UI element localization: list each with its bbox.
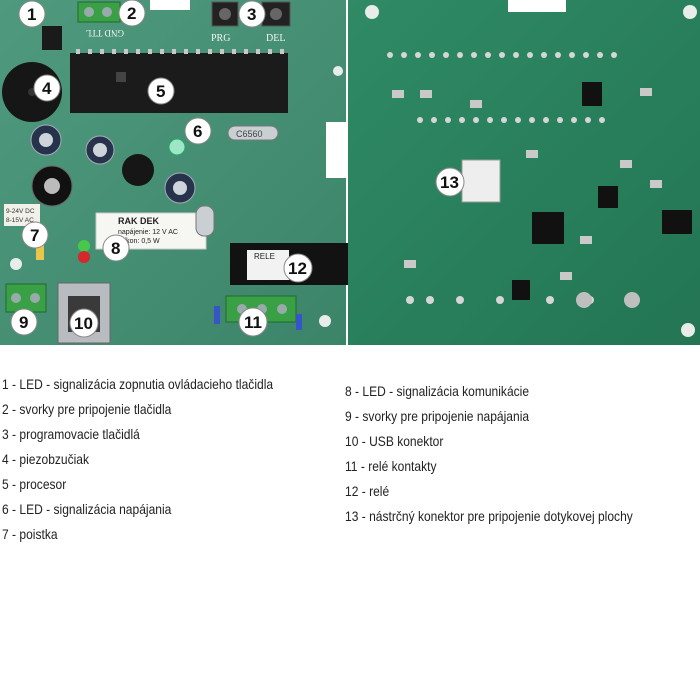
front-pcb-photo: GND TTL PRG DEL C6560 bbox=[0, 0, 350, 345]
svg-text:5: 5 bbox=[156, 82, 165, 101]
svg-text:4: 4 bbox=[42, 79, 52, 98]
callout-11: 11 bbox=[238, 307, 268, 337]
callout-9: 9 bbox=[10, 308, 38, 336]
legend-right: 8 - LED - signalizácia komunikácie 9 - s… bbox=[345, 379, 633, 529]
callout-3: 3 bbox=[238, 0, 266, 28]
legend-item-10: 10 - USB konektor bbox=[345, 433, 444, 449]
voltage-label-dc: 9-24V DC bbox=[6, 208, 35, 215]
legend-item-11: 11 - relé kontakty bbox=[345, 458, 437, 474]
callout-6: 6 bbox=[184, 117, 212, 145]
callout-1: 1 bbox=[18, 0, 46, 28]
sticker-line1: napájenie: 12 V AC bbox=[118, 229, 178, 236]
sticker-line2: príkon: 0,5 W bbox=[118, 238, 160, 245]
voltage-label-ac: 8-15V AC bbox=[6, 217, 34, 224]
svg-text:12: 12 bbox=[288, 259, 307, 278]
button-label-prg: PRG bbox=[211, 33, 230, 44]
legend-item-3: 3 - programovacie tlačidlá bbox=[2, 426, 140, 442]
svg-text:3: 3 bbox=[247, 5, 256, 24]
legend-left: 1 - LED - signalizácia zopnutia ovládaci… bbox=[2, 372, 273, 547]
callout-8: 8 bbox=[102, 234, 130, 262]
callout-13: 13 bbox=[435, 167, 465, 197]
svg-text:9: 9 bbox=[19, 313, 28, 332]
callout-5: 5 bbox=[147, 77, 175, 105]
svg-text:2: 2 bbox=[127, 4, 136, 23]
svg-text:7: 7 bbox=[30, 226, 39, 245]
svg-text:1: 1 bbox=[27, 5, 36, 24]
button-label-del: DEL bbox=[266, 33, 285, 44]
legend-item-8: 8 - LED - signalizácia komunikácie bbox=[345, 383, 530, 399]
svg-text:6: 6 bbox=[193, 122, 202, 141]
legend-item-7: 7 - poistka bbox=[2, 526, 58, 542]
connector-label: GND TTL bbox=[86, 28, 124, 38]
callout-4: 4 bbox=[33, 74, 61, 102]
legend-item-9: 9 - svorky pre pripojenie napájania bbox=[345, 408, 530, 424]
legend-item-2: 2 - svorky pre pripojenie tlačidla bbox=[2, 401, 172, 417]
callout-10: 10 bbox=[69, 308, 99, 338]
legend-item-1: 1 - LED - signalizácia zopnutia ovládaci… bbox=[2, 376, 274, 392]
pcb-photos: GND TTL PRG DEL C6560 bbox=[0, 0, 700, 345]
callout-2: 2 bbox=[118, 0, 146, 27]
callout-7: 7 bbox=[21, 221, 49, 249]
svg-text:8: 8 bbox=[111, 239, 120, 258]
svg-text:13: 13 bbox=[440, 173, 459, 192]
crystal-label: C6560 bbox=[236, 129, 263, 139]
back-pcb-photo bbox=[348, 0, 700, 345]
legend-item-13: 13 - nástrčný konektor pre pripojenie do… bbox=[345, 508, 633, 524]
legend-item-6: 6 - LED - signalizácia napájania bbox=[2, 501, 172, 517]
callout-12: 12 bbox=[283, 253, 313, 283]
legend-item-12: 12 - relé bbox=[345, 483, 390, 499]
legend-item-4: 4 - piezobzučiak bbox=[2, 451, 90, 467]
relay-label: RELE bbox=[254, 252, 275, 261]
sticker-title: RAK DEK bbox=[118, 216, 160, 226]
svg-text:11: 11 bbox=[244, 313, 262, 332]
legend-item-5: 5 - procesor bbox=[2, 476, 67, 492]
svg-text:10: 10 bbox=[74, 314, 93, 333]
